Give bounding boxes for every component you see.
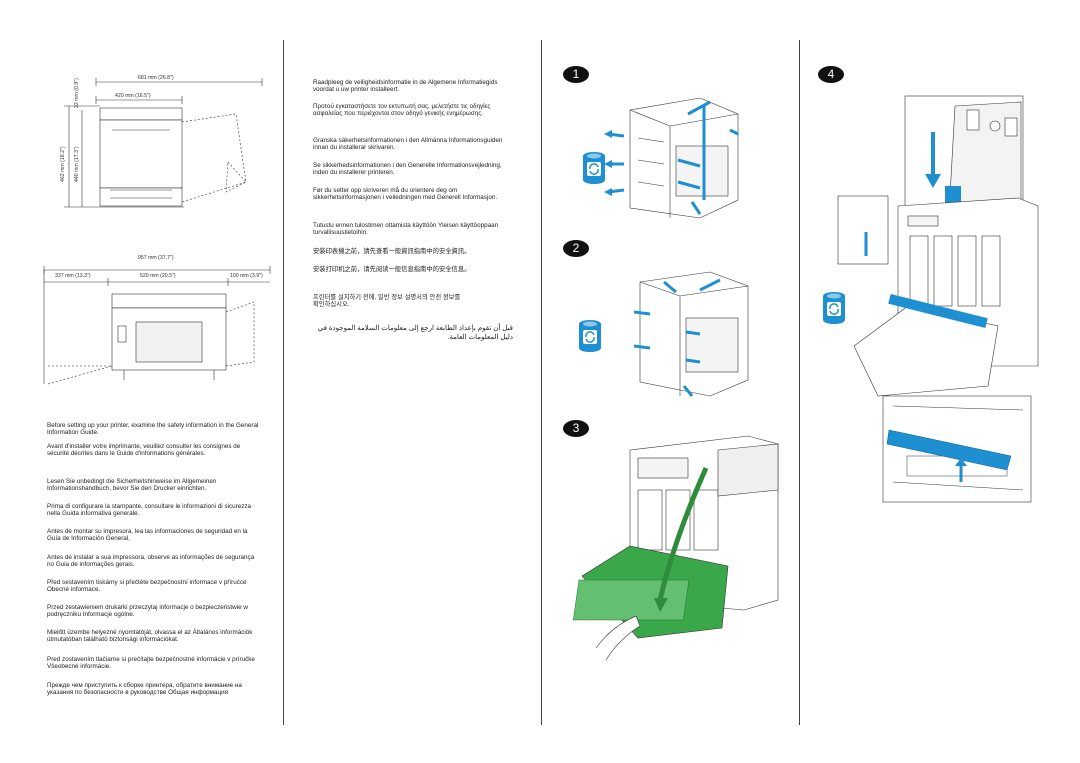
- safety-sk: Pred zostavením tlačiarne si prečítajte …: [47, 656, 255, 671]
- safety-zh-cn: 安装打印机之前，请先阅读一般信息指南中的安全信息。: [313, 266, 471, 273]
- safety-ko: 프린터를 설치하기 전에, 일반 정보 설명서의 안전 정보를 확인하십시오.: [313, 294, 461, 309]
- dim-front-right: 100 mm (3.9"): [230, 273, 263, 279]
- safety-pl: Przed zestawieniem drukarki przeczytaj i…: [47, 604, 248, 619]
- recycle-tape-icon: [583, 152, 605, 184]
- dim-front-total: 957 mm (37.7"): [138, 255, 174, 261]
- step-1-badge: 1: [563, 66, 589, 83]
- safety-fi: Tutustu ennen tulostimen ottamista käytt…: [313, 222, 499, 237]
- step-2-remove-tape-illustration: [633, 271, 749, 397]
- dim-height-top: 22 mm (0.9"): [74, 78, 80, 108]
- safety-fr: Avant d'installer votre imprimante, veui…: [47, 443, 241, 458]
- recycle-tape-icon-2: [579, 320, 601, 352]
- safety-pt: Antes de instalar a sua impressora, obse…: [47, 554, 255, 569]
- step-4-remove-packing-illustration: [837, 195, 1039, 397]
- dim-front-left: 337 mm (13.3"): [55, 273, 91, 279]
- safety-no: Før du setter opp skriveren må du orient…: [313, 187, 498, 202]
- dim-height-body: 440 mm (17.3"): [74, 146, 80, 182]
- safety-en: Before setting up your printer, examine …: [47, 422, 259, 437]
- step-4-packing-detail: [882, 395, 1032, 503]
- dim-front-center: 520 mm (20.5"): [140, 273, 176, 279]
- safety-cs: Před sestavením tiskárny si přečtěte bez…: [47, 579, 247, 594]
- column-divider-2: [541, 40, 542, 725]
- step-1-remove-tape-illustration: [604, 97, 739, 219]
- dim-top-inner: 420 mm (16.5"): [115, 93, 151, 99]
- safety-da: Se sikkerhedsinformationen i den Generel…: [313, 162, 502, 177]
- safety-zh-tw: 安裝印表機之前，請先查看一般資訊指南中的安全資訊。: [313, 248, 471, 255]
- dim-height-total: 462 mm (18.2"): [60, 146, 66, 182]
- safety-sv: Granska säkerhetsinformationen i den All…: [313, 137, 503, 152]
- step-3-badge: 3: [563, 420, 589, 437]
- step-3-open-front-door-illustration: [573, 435, 779, 661]
- step-4-badge: 4: [818, 66, 844, 83]
- safety-el: Προτού εγκαταστήσετε τον εκτυπωτή σας, μ…: [313, 103, 491, 118]
- recycle-tape-icon-3: [823, 292, 845, 324]
- column-divider-1: [283, 40, 284, 725]
- safety-es: Antes de montar su impresora, lea las in…: [47, 528, 248, 543]
- column-divider-3: [799, 40, 800, 725]
- printer-side-view-illustration: [64, 78, 263, 208]
- step-2-badge: 2: [563, 240, 589, 257]
- safety-hu: Mielőtt üzembe helyezné nyomtatóját, olv…: [47, 629, 253, 644]
- printer-front-view-illustration: [43, 266, 271, 385]
- step-4-control-panel-detail: [904, 95, 1024, 215]
- safety-ar: قبل أن تقوم بإعداد الطابعة ارجع إلى معلو…: [317, 325, 513, 341]
- safety-de: Lesen Sie unbedingt die Sicherheitshinwe…: [47, 478, 217, 493]
- safety-nl: Raadpleeg de veiligheidsinformatie in de…: [313, 79, 498, 94]
- safety-ru: Прежде чем приступить к сборке принтера,…: [47, 682, 242, 697]
- safety-it: Prima di configurare la stampante, consu…: [47, 503, 252, 518]
- dim-top-total: 681 mm (26.8"): [138, 75, 174, 81]
